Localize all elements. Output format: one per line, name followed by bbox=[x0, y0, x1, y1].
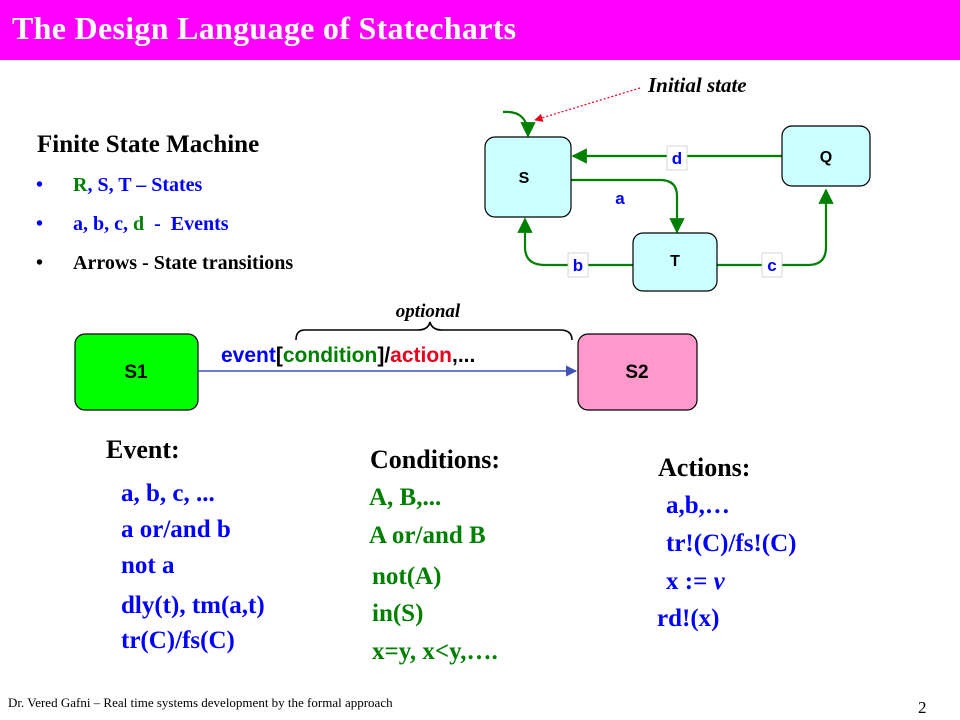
bullet-icon: • bbox=[36, 213, 44, 235]
state-t-label: T bbox=[670, 253, 680, 270]
bullet-icon: • bbox=[36, 174, 44, 196]
fsm-item-states-r: R bbox=[73, 174, 88, 196]
footer-text: Dr. Vered Gafni – Real time systems deve… bbox=[8, 695, 393, 710]
transition-label-condition: condition bbox=[283, 344, 377, 367]
initial-state-pointer bbox=[534, 87, 641, 122]
fsm-item-states-rest: , S, T – States bbox=[87, 174, 203, 196]
state-s1 bbox=[74, 333, 199, 411]
actions-line-4: rd!(x) bbox=[657, 605, 720, 632]
transition-label-close: ]/ bbox=[377, 344, 390, 367]
event-line-4: dly(t), tm(a,t) bbox=[121, 592, 265, 619]
actions-line-3-prefix: x := bbox=[666, 568, 714, 595]
transition-label-action: action bbox=[390, 344, 452, 367]
conditions-line-1: A, B,... bbox=[369, 484, 442, 511]
actions-line-3-var: v bbox=[713, 568, 725, 595]
conditions-line-2: A or/and B bbox=[369, 522, 486, 549]
state-s bbox=[484, 136, 572, 218]
transition-label-event: event bbox=[221, 344, 276, 367]
fsm-heading: Finite State Machine bbox=[37, 131, 260, 158]
fsm-item-arrows-text: Arrows - State transitions bbox=[73, 252, 294, 274]
state-s-label: S bbox=[519, 170, 530, 187]
conditions-line-4: in(S) bbox=[372, 600, 424, 627]
bullet-icon: • bbox=[36, 252, 44, 274]
actions-line-1: a,b,… bbox=[666, 492, 730, 519]
fsm-bullet-list: • R, S, T – States • a, b, c, d - Events… bbox=[36, 174, 293, 291]
conditions-heading: Conditions: bbox=[370, 445, 501, 474]
state-s2-label: S2 bbox=[625, 362, 648, 383]
event-line-1: a, b, c, ... bbox=[121, 480, 215, 507]
fsm-item-events-bc: , b, c, bbox=[83, 213, 133, 235]
event-c-label: c bbox=[767, 256, 776, 275]
transition-s-t bbox=[571, 178, 685, 234]
fsm-item-events-d: d bbox=[133, 213, 145, 235]
slide-title: The Design Language of Statecharts bbox=[12, 10, 517, 46]
event-a-label: a bbox=[615, 189, 625, 208]
optional-brace bbox=[295, 321, 573, 341]
event-d-label: d bbox=[672, 149, 682, 168]
actions-line-3: x := v bbox=[666, 568, 725, 596]
fsm-item-events-a: a bbox=[73, 213, 83, 235]
state-s1-label: S1 bbox=[124, 362, 148, 383]
state-q-label: Q bbox=[820, 149, 832, 166]
transition-label-open: [ bbox=[276, 344, 283, 367]
transition-label-rest: ,... bbox=[452, 344, 475, 367]
fsm-item-events: • a, b, c, d - Events bbox=[36, 213, 293, 252]
event-c-box bbox=[761, 252, 783, 278]
state-q bbox=[781, 125, 871, 187]
event-b-box bbox=[567, 252, 589, 278]
event-line-3: not a bbox=[121, 552, 175, 579]
transition-t-q bbox=[717, 188, 834, 267]
transition-t-s bbox=[517, 217, 633, 267]
event-d-box bbox=[666, 145, 688, 171]
initial-state-label: Initial state bbox=[647, 73, 747, 97]
actions-line-2: tr!(C)/fs!(C) bbox=[666, 530, 797, 557]
optional-label: optional bbox=[396, 301, 461, 322]
fsm-item-states: • R, S, T – States bbox=[36, 174, 293, 213]
actions-heading: Actions: bbox=[658, 453, 751, 482]
initial-arrow bbox=[502, 110, 536, 138]
fsm-item-events-rest: - Events bbox=[144, 213, 229, 235]
fsm-item-arrows: • Arrows - State transitions bbox=[36, 252, 293, 291]
event-line-5: tr(C)/fs(C) bbox=[121, 627, 235, 654]
event-heading: Event: bbox=[106, 435, 180, 464]
conditions-line-5: x=y, x<y,…. bbox=[372, 638, 498, 665]
state-t bbox=[632, 232, 718, 292]
transition-label: event[condition]/action,... bbox=[221, 344, 475, 367]
conditions-line-3: not(A) bbox=[372, 563, 442, 590]
page-number: 2 bbox=[918, 698, 927, 717]
event-b-label: b bbox=[573, 256, 583, 275]
title-bar: The Design Language of Statecharts bbox=[0, 0, 960, 60]
state-s2 bbox=[577, 333, 698, 411]
event-line-2: a or/and b bbox=[121, 516, 231, 543]
